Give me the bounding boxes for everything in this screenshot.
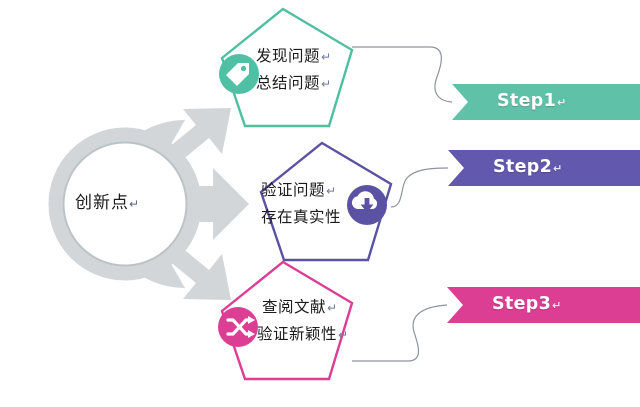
step-1-label: Step1↵ xyxy=(497,91,567,111)
hub-outer-ring xyxy=(48,127,202,281)
node-3-line-1-text: 查阅文献 xyxy=(262,298,327,316)
node-1-line-1: 发现问题↵ xyxy=(256,47,332,65)
cloud-download-icon xyxy=(347,185,387,225)
node-3-line-2: 验证新颖性↵ xyxy=(257,325,349,343)
hub-group xyxy=(48,108,249,300)
shuffle-icon xyxy=(218,307,258,347)
node-1-line-2-mark: ↵ xyxy=(321,77,332,91)
tag-icon xyxy=(219,54,259,94)
core-label-text: 创新点 xyxy=(75,193,129,213)
step-1-banner[interactable] xyxy=(452,84,640,120)
node-3-line-2-mark: ↵ xyxy=(338,328,349,342)
step-3-banner[interactable] xyxy=(447,287,640,323)
node-2-line-2: 存在真实性 xyxy=(261,208,342,226)
core-label-mark: ↵ xyxy=(129,197,141,211)
step-3-label: Step3↵ xyxy=(492,294,562,314)
step-2-label-text: Step2 xyxy=(493,157,553,177)
step-1-label-text: Step1 xyxy=(497,91,557,111)
connectors-group xyxy=(352,46,453,362)
node-3-line-1: 查阅文献↵ xyxy=(262,298,338,316)
node-1-line-1-mark: ↵ xyxy=(321,50,332,64)
node-2-pentagon[interactable] xyxy=(259,141,393,262)
node-1-line-2: 总结问题↵ xyxy=(256,74,332,92)
node-2-line-1: 验证问题↵ xyxy=(261,181,337,199)
node-3-line-2-text: 验证新颖性 xyxy=(257,325,338,343)
node-3-line-1-mark: ↵ xyxy=(327,301,338,315)
connector-node1-step1 xyxy=(352,46,453,103)
connector-node2-step2 xyxy=(390,167,449,208)
connector-node3-step3 xyxy=(352,304,448,362)
hub-inner-circle xyxy=(62,141,188,267)
step-3-label-mark: ↵ xyxy=(552,299,562,312)
step-2-label-mark: ↵ xyxy=(553,162,563,175)
node-2-line-2-text: 存在真实性 xyxy=(261,208,342,226)
step-1-label-mark: ↵ xyxy=(557,96,567,109)
node-1-line-2-text: 总结问题 xyxy=(256,74,321,92)
step-2-banner[interactable] xyxy=(448,150,640,186)
node-2-line-1-mark: ↵ xyxy=(326,184,337,198)
step-3-label-text: Step3 xyxy=(492,294,552,314)
node-2-line-1-text: 验证问题 xyxy=(261,181,326,199)
step-2-label: Step2↵ xyxy=(493,157,563,177)
core-label: 创新点↵ xyxy=(75,195,140,212)
node-1-pentagon[interactable] xyxy=(220,7,354,128)
node-1-line-1-text: 发现问题 xyxy=(256,47,321,65)
node-3-pentagon[interactable] xyxy=(220,260,354,381)
